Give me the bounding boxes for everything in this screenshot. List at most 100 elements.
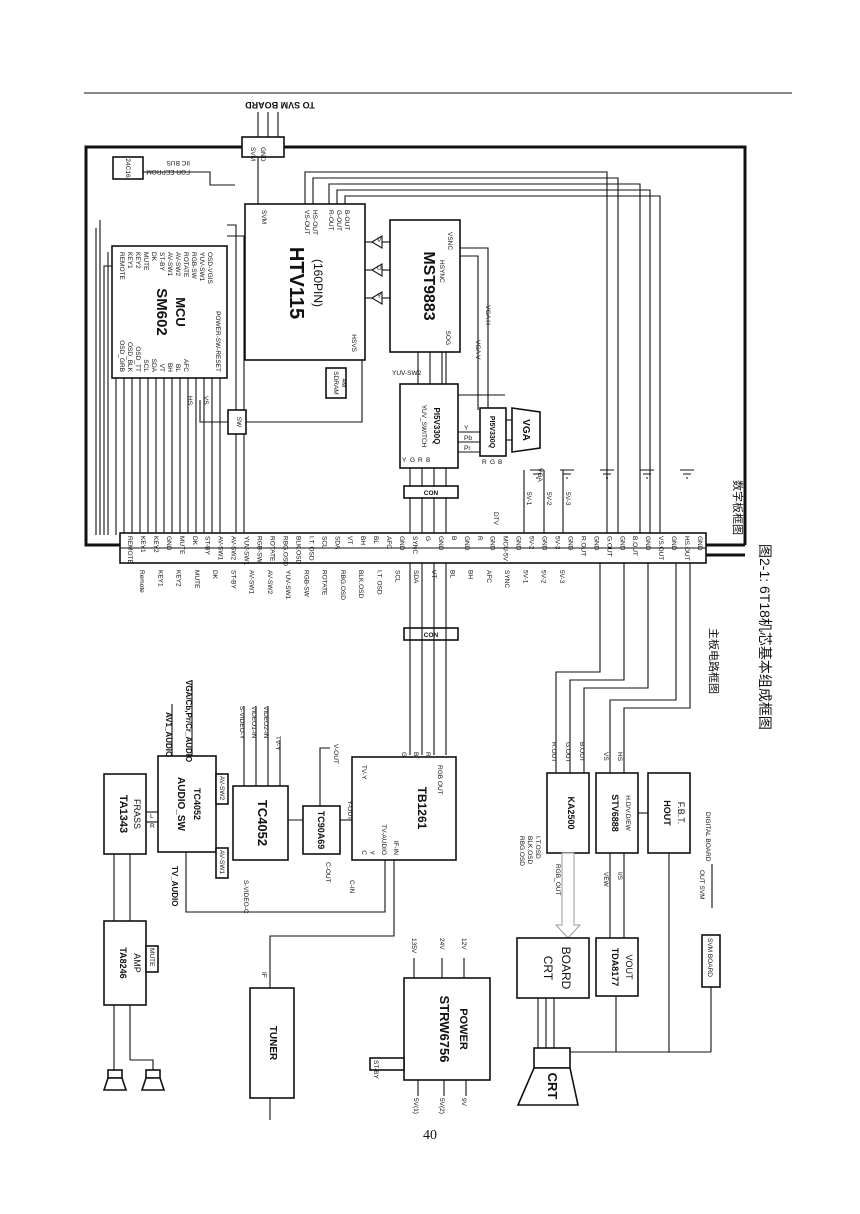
svg-text:SDA: SDA bbox=[150, 359, 157, 373]
audio-sw-sub: TC4052 bbox=[192, 788, 202, 820]
tc90a69-block bbox=[302, 805, 341, 855]
conn-top-pin-25: B bbox=[450, 536, 457, 540]
main-board-label: 主板电路框图 bbox=[707, 628, 721, 694]
speaker-l-icon bbox=[102, 1069, 128, 1091]
ka2500-block bbox=[546, 772, 590, 854]
svg-text:HSVS: HSVS bbox=[350, 334, 357, 352]
svg-text:OSD_BLK: OSD_BLK bbox=[126, 342, 133, 373]
svg-text:9V: 9V bbox=[460, 1098, 467, 1107]
hout-block bbox=[647, 772, 691, 854]
htv115-name: HTV115 bbox=[285, 247, 307, 319]
conn-top-pin-41: VS.OUT bbox=[657, 536, 664, 560]
svg-text:KEY1: KEY1 bbox=[126, 252, 133, 269]
conn-top-pin-23: G bbox=[424, 536, 431, 541]
svg-text:IF-IN: IF-IN bbox=[392, 841, 399, 856]
conn-top-pin-24: GND bbox=[437, 536, 444, 551]
conn-bottom-pin-19: AFC bbox=[485, 570, 492, 583]
crt-board-sub: BOARD bbox=[559, 947, 573, 990]
svg-text:5V-1: 5V-1 bbox=[525, 492, 532, 506]
svg-text:R-OUT: R-OUT bbox=[327, 210, 334, 231]
conn-bottom-pin-15: SDA bbox=[412, 570, 419, 584]
page-number: 40 bbox=[423, 1128, 437, 1143]
conn-bottom-pin-6: AV-SW1 bbox=[248, 570, 255, 594]
tb1261-block bbox=[351, 756, 457, 861]
svg-text:12V: 12V bbox=[460, 938, 467, 950]
svg-text:MUTE: MUTE bbox=[148, 948, 155, 967]
conn-top-pin-42: GND bbox=[670, 536, 677, 551]
tuner-name: TUNER bbox=[267, 1026, 278, 1061]
conn-top-pin-30: GND bbox=[515, 536, 522, 551]
mst9883-name: MST9883 bbox=[420, 251, 437, 320]
conn-top-pin-33: 5V-3 bbox=[554, 536, 561, 550]
conn-top-pin-27: R bbox=[476, 536, 483, 541]
svg-text:DK: DK bbox=[150, 252, 157, 262]
htv-right-pins: VS-OUT HS-OUT R-OUT G-OUT B-OUT bbox=[303, 210, 350, 235]
svg-text:R: R bbox=[418, 457, 423, 464]
strw6756-sub: POWER bbox=[457, 1008, 469, 1050]
sm602-sub: MCU bbox=[173, 297, 188, 327]
svg-text:G.OUT: G.OUT bbox=[564, 742, 571, 763]
digital-board: TO SVM BOARD SVM GND 24C16 IIC BUS FOR E… bbox=[84, 100, 747, 557]
svg-text:ST-BY: ST-BY bbox=[158, 252, 165, 271]
svg-text:L: L bbox=[150, 813, 154, 820]
conn-top-pin-28: GND bbox=[489, 536, 496, 551]
hout-name: HOUT bbox=[662, 800, 672, 826]
tc4052-block bbox=[232, 785, 289, 861]
conn-bottom-pin-8: YUV-SW1 bbox=[284, 570, 291, 600]
conn-bottom-pin-22: 5V-2 bbox=[540, 570, 547, 584]
svg-text:5V(1): 5V(1) bbox=[412, 1098, 419, 1114]
conn-top-pin-21: GND bbox=[398, 536, 405, 551]
conn-top-pin-3: GND bbox=[165, 536, 172, 551]
stv6888-sub: H.D/V.D/EW bbox=[624, 795, 631, 831]
svg-text:VIDEO2-IN: VIDEO2-IN bbox=[262, 706, 269, 739]
ta8246-sub: AMP bbox=[132, 953, 142, 973]
conn-top-pin-22: SYNC bbox=[411, 536, 418, 554]
conn-bottom-pin-21: 5V-1 bbox=[521, 570, 528, 584]
ta1343-name: TA1343 bbox=[117, 795, 129, 833]
svg-text:KEY2: KEY2 bbox=[134, 252, 141, 269]
strw6756-block bbox=[403, 977, 491, 1081]
svg-text:5V(2): 5V(2) bbox=[438, 1098, 445, 1114]
conn-top-pin-5: DK bbox=[191, 536, 198, 546]
mcu-left-pins: OSD_GRB OSD_BLK OSD_TT SCL SDA VT BH BL … bbox=[118, 340, 189, 372]
tda8177-name: TDA8177 bbox=[610, 948, 620, 987]
svg-text:135V: 135V bbox=[410, 938, 417, 954]
mcu-right-pins: REMOTE KEY1 KEY2 MUTE DK ST-BY AV-SW1 AV… bbox=[118, 252, 213, 284]
svg-text:VT: VT bbox=[158, 364, 165, 372]
sw-name: SW bbox=[235, 417, 242, 428]
con-top-name: CON bbox=[424, 490, 439, 497]
svg-text:R: R bbox=[424, 752, 431, 757]
svg-text:VEW: VEW bbox=[602, 872, 609, 888]
svg-text:G-OUT: G-OUT bbox=[335, 210, 342, 231]
crt-board-block bbox=[516, 937, 590, 999]
svg-text:B: B bbox=[412, 752, 419, 756]
svg-text:YUV-SW2: YUV-SW2 bbox=[392, 370, 422, 377]
svg-text:Pr: Pr bbox=[464, 445, 471, 452]
con-bottom-name: CON bbox=[424, 632, 439, 639]
svg-text:C: C bbox=[360, 850, 367, 855]
dtv-label: DTV bbox=[492, 512, 499, 526]
svg-text:RGB OUT: RGB OUT bbox=[436, 765, 443, 795]
svg-text:REMOTE: REMOTE bbox=[118, 252, 125, 280]
stv6888-name: STV6888 bbox=[610, 794, 620, 832]
conn-bottom-pin-18: BH bbox=[467, 570, 474, 579]
svm-connector bbox=[241, 136, 285, 158]
conn-bottom-pin-10: ROTATE bbox=[321, 570, 328, 596]
svg-text:VS-OUT: VS-OUT bbox=[303, 210, 310, 235]
conn-top-pin-40: GND bbox=[644, 536, 651, 551]
tb1261-pins: TV-Y Y-OUT C Y TV-AUDIO IF-IN C-IN bbox=[346, 765, 399, 894]
svg-text:AFC: AFC bbox=[182, 359, 189, 372]
yuv-switch-block bbox=[399, 383, 459, 469]
svg-text:VS: VS bbox=[202, 396, 209, 405]
svg-text:AV-SW2: AV-SW2 bbox=[218, 776, 225, 800]
conn-top-pin-9: YUV-SW1 bbox=[243, 536, 250, 566]
conn-top-pin-35: R.OUT bbox=[579, 536, 586, 556]
svg-text:IF: IF bbox=[260, 972, 267, 978]
hout-sub: F.B.T. bbox=[676, 802, 686, 825]
conn-top-pin-4: MUTE bbox=[178, 536, 185, 555]
svg-text:Y: Y bbox=[368, 851, 375, 856]
conn-bottom-pin-17: BL bbox=[448, 570, 455, 578]
conn-top-pin-36: GND bbox=[592, 536, 599, 551]
con-top-block bbox=[403, 485, 459, 499]
